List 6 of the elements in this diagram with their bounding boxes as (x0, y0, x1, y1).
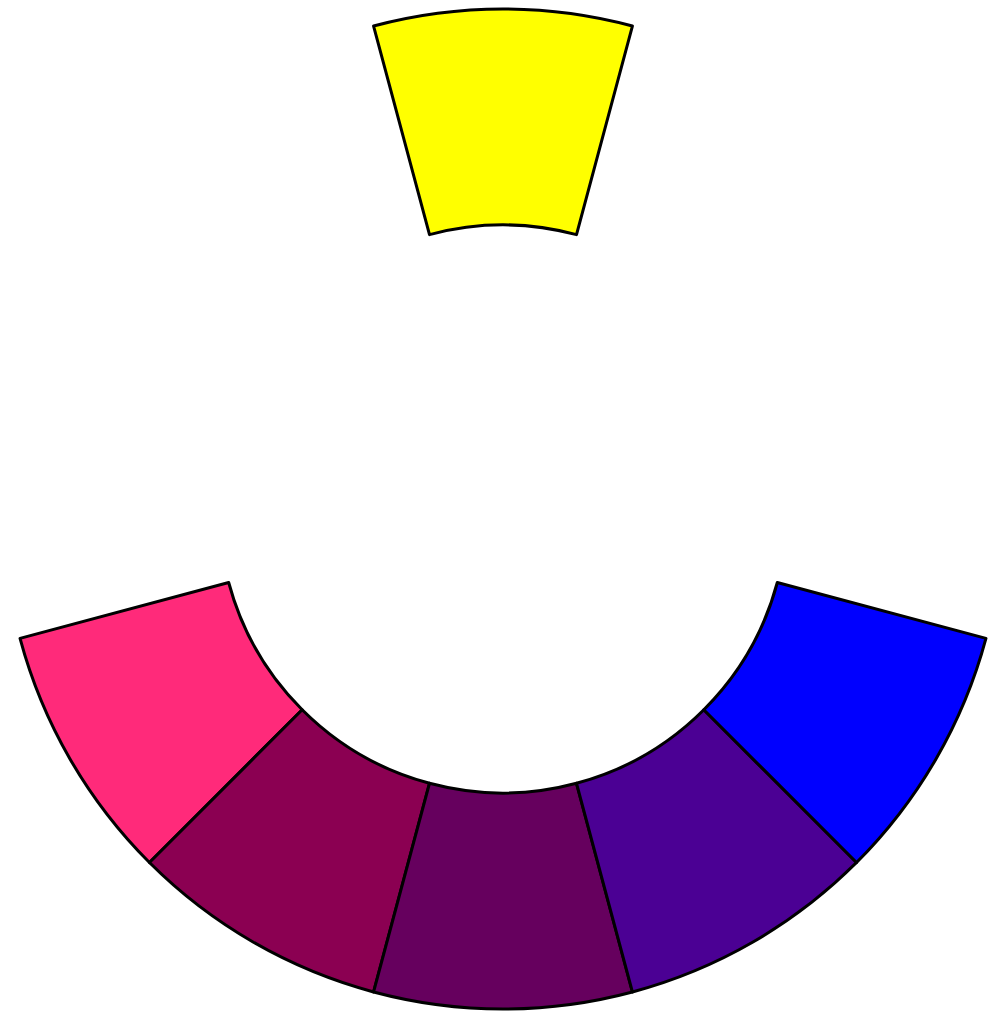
color-segment (575, 708, 859, 994)
color-segment (372, 7, 634, 237)
color-segment (18, 581, 304, 865)
color-segment (702, 581, 988, 865)
color-segment (147, 708, 431, 994)
color-segment (372, 781, 634, 1011)
